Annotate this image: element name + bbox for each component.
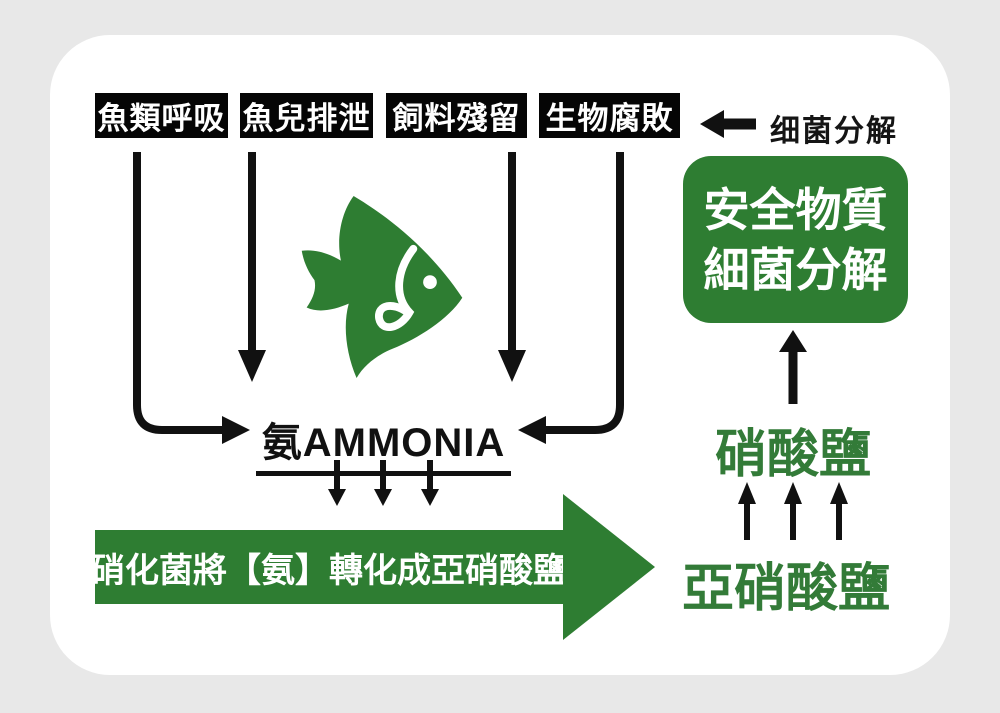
fish-eye <box>423 275 437 289</box>
nitrate-label: 硝酸鹽 <box>714 426 871 484</box>
fish-icon <box>301 195 463 379</box>
conversion-arrow-label: 硝化菌將【氨】轉化成亞硝酸鹽 <box>91 551 567 590</box>
conversion-arrow-head <box>563 494 655 640</box>
source-box-bio-decay: 生物腐敗 <box>539 93 680 138</box>
safe-substance-line1: 安全物質 <box>703 183 888 236</box>
safe-substance-box: 安全物質 細菌分解 <box>683 156 908 323</box>
bacteria-decompose-label: 细菌分解 <box>770 115 898 148</box>
source-box-fish-excretion: 魚兒排泄 <box>240 93 373 138</box>
conversion-arrow-body: 硝化菌將【氨】轉化成亞硝酸鹽 <box>91 530 567 604</box>
source-box-label: 生物腐敗 <box>545 101 674 136</box>
source-box-label: 魚兒排泄 <box>242 101 371 136</box>
fish-gill-line <box>375 244 418 331</box>
nitrite-label: 亞硝酸鹽 <box>681 560 890 618</box>
source-box-label: 飼料殘留 <box>392 101 521 136</box>
source-box-label: 魚類呼吸 <box>97 101 226 136</box>
source-box-fish-breathing: 魚類呼吸 <box>95 93 228 138</box>
ammonia-label: 氨AMMONIA <box>256 410 511 476</box>
source-box-feed-residue: 飼料殘留 <box>386 93 527 138</box>
safe-substance-line2: 細菌分解 <box>703 243 888 296</box>
